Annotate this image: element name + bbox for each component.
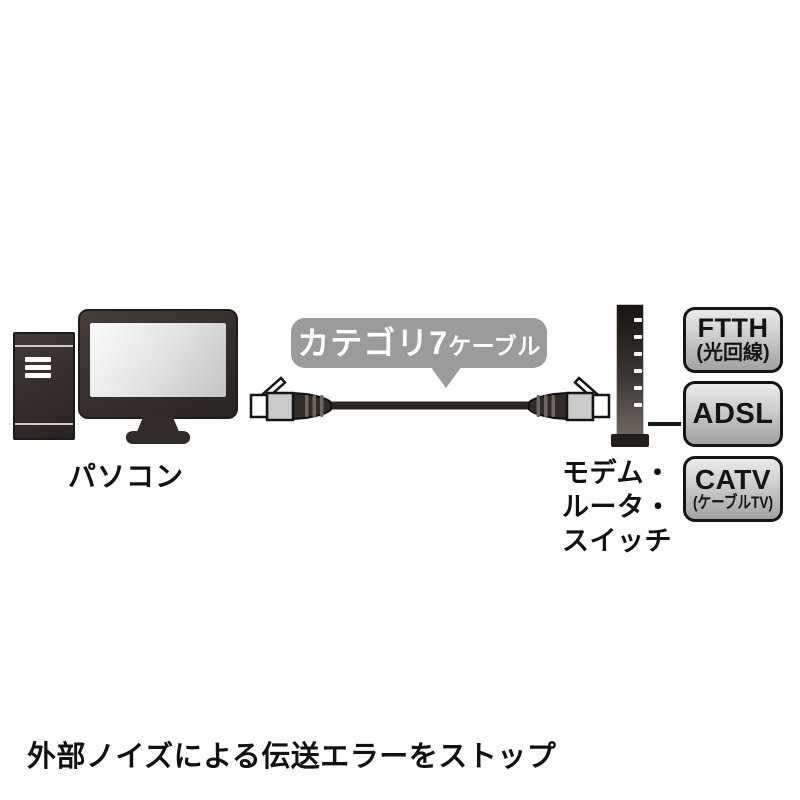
boot-ridge (305, 395, 309, 417)
service-box-ftth: FTTH (光回線) (683, 307, 783, 373)
router-label-line: モデム・ (562, 458, 672, 488)
monitor-stand-neck (136, 417, 180, 434)
router-label-line: ルータ・ (562, 492, 672, 522)
pc-tower-vent-slot (25, 357, 51, 362)
service-name: CATV (694, 463, 772, 495)
lan-cable-illustration (249, 376, 611, 422)
pc-tower-vent-slot (25, 365, 51, 370)
rj45-connector-left (249, 376, 332, 422)
pc-tower-vent-slot (25, 373, 51, 378)
service-subtitle: (光回線) (696, 342, 770, 364)
monitor-stand-base (126, 431, 190, 444)
service-name: ADSL (692, 397, 774, 430)
router-led-indicator (634, 335, 642, 339)
service-name: FTTH (697, 313, 769, 343)
caption-text: 外部ノイズによる伝送エラーをストップ (27, 741, 557, 773)
boot-ridge (320, 395, 324, 417)
pc-tower-illustration (13, 332, 75, 440)
monitor-illustration (78, 309, 238, 419)
rj45-boot (528, 391, 568, 421)
cable-name-main: カテゴリ7 (297, 325, 449, 361)
router-label: モデム・ ルータ・ スイッチ (562, 456, 672, 558)
router-label-line: スイッチ (562, 526, 672, 556)
router-led-indicator (634, 386, 642, 390)
boot-ridge (551, 395, 555, 417)
router-led-indicator (634, 352, 642, 356)
router-led-indicator (634, 318, 642, 322)
rj45-plug-tip (249, 393, 269, 419)
cable-name-sub: ケーブル (448, 333, 541, 359)
boot-ridge (536, 395, 540, 417)
pc-tower-top-seam (15, 345, 73, 347)
router-led-indicator (634, 369, 642, 373)
rj45-boot (292, 391, 332, 421)
pc-label: パソコン (67, 461, 184, 492)
boot-ridge (544, 395, 548, 417)
service-subtitle: (ケーブルTV) (692, 492, 774, 512)
service-box-adsl: ADSL (683, 381, 783, 447)
cable-cord (328, 401, 532, 410)
service-box-catv: CATV (ケーブルTV) (683, 456, 783, 522)
router-led-indicator (634, 403, 642, 407)
pc-tower-bottom-seam (15, 423, 73, 425)
rj45-body (265, 391, 295, 422)
router-base (611, 434, 649, 447)
boot-ridge (312, 395, 316, 417)
rj45-body (565, 391, 595, 422)
rj45-plug-tip (591, 393, 611, 419)
router-to-service-connector-line (648, 422, 681, 426)
rj45-connector-right (528, 376, 611, 422)
monitor-screen (90, 323, 226, 397)
bubble-tail-pointer (430, 366, 462, 388)
router-illustration (616, 304, 644, 436)
